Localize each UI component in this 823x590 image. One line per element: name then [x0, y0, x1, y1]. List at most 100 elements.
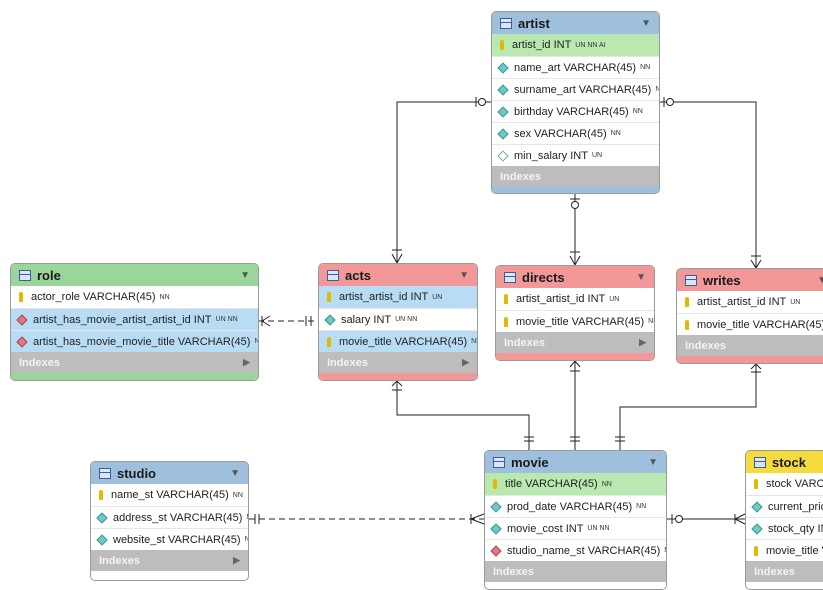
table-name: artist	[518, 15, 550, 31]
column-row[interactable]: name_art VARCHAR(45)NN	[492, 56, 659, 78]
column-row[interactable]: title VARCHAR(45)NN	[485, 473, 666, 495]
collapse-arrow-icon[interactable]: ▼	[230, 467, 240, 479]
column-label: studio_name_st VARCHAR(45)	[507, 544, 661, 557]
foreign-key-icon	[16, 313, 28, 326]
column-label: artist_artist_id INT	[516, 293, 606, 305]
table-footer	[677, 356, 823, 363]
indexes-section[interactable]: Indexes	[746, 561, 823, 582]
column-row[interactable]: stock VARCH	[746, 473, 823, 495]
collapse-arrow-icon[interactable]: ▼	[817, 275, 823, 286]
table-header[interactable]: writes ▼	[677, 269, 823, 291]
table-studio[interactable]: studio ▼ name_st VARCHAR(45)NN address_s…	[90, 461, 249, 581]
table-role[interactable]: role ▼ actor_role VARCHAR(45)NN artist_h…	[10, 263, 259, 381]
column-row[interactable]: artist_has_movie_movie_title VARCHAR(45)…	[11, 330, 258, 352]
column-icon	[490, 500, 502, 513]
indexes-label: Indexes	[99, 554, 140, 567]
collapse-arrow-icon[interactable]: ▼	[459, 269, 469, 281]
expand-arrow-icon[interactable]: ▶	[462, 357, 469, 367]
indexes-section[interactable]: Indexes	[677, 335, 823, 356]
column-label: surname_art VARCHAR(45)	[514, 83, 652, 96]
column-label: name_st VARCHAR(45)	[111, 489, 229, 501]
table-header[interactable]: role ▼	[11, 264, 258, 286]
column-label: current_price	[768, 500, 823, 513]
column-row[interactable]: movie_title VARCHAR(45)N	[677, 313, 823, 335]
column-row[interactable]: address_st VARCHAR(45)NN	[91, 506, 248, 528]
indexes-label: Indexes	[504, 336, 545, 349]
column-row[interactable]: movie_title V	[746, 539, 823, 561]
indexes-section[interactable]: Indexes ▶	[91, 550, 248, 571]
column-flags: UN NN	[395, 316, 418, 323]
collapse-arrow-icon[interactable]: ▼	[648, 456, 658, 468]
column-label: artist_artist_id INT	[339, 291, 429, 303]
column-row[interactable]: birthday VARCHAR(45)NN	[492, 100, 659, 122]
column-label: address_st VARCHAR(45)	[113, 511, 243, 524]
column-label: min_salary INT	[514, 149, 588, 162]
table-footer	[319, 373, 477, 380]
column-label: salary INT	[341, 313, 392, 326]
indexes-section[interactable]: Indexes ▶	[496, 332, 654, 353]
indexes-section[interactable]: Indexes	[485, 561, 666, 582]
column-row[interactable]: surname_art VARCHAR(45)NN	[492, 78, 659, 100]
table-header[interactable]: artist ▼	[492, 12, 659, 34]
column-row[interactable]: sex VARCHAR(45)NN	[492, 122, 659, 144]
column-row[interactable]: stock_qty INT	[746, 517, 823, 539]
table-header[interactable]: directs ▼	[496, 266, 654, 288]
primary-key-icon	[327, 292, 331, 302]
expand-arrow-icon[interactable]: ▶	[639, 337, 646, 347]
column-row[interactable]: actor_role VARCHAR(45)NN	[11, 286, 258, 308]
table-name: studio	[117, 465, 156, 481]
table-icon	[99, 467, 111, 479]
collapse-arrow-icon[interactable]: ▼	[641, 17, 651, 29]
foreign-key-icon	[490, 544, 502, 557]
indexes-section[interactable]: Indexes	[492, 166, 659, 187]
table-header[interactable]: acts ▼	[319, 264, 477, 286]
column-row[interactable]: name_st VARCHAR(45)NN	[91, 484, 248, 506]
column-flags: NN	[648, 318, 654, 325]
column-row[interactable]: movie_title VARCHAR(45)NN	[319, 330, 477, 352]
table-movie[interactable]: movie ▼ title VARCHAR(45)NN prod_date VA…	[484, 450, 667, 590]
foreign-key-icon	[16, 335, 28, 348]
table-footer	[492, 187, 659, 193]
column-row[interactable]: website_st VARCHAR(45)NN	[91, 528, 248, 550]
table-header[interactable]: studio ▼	[91, 462, 248, 484]
primary-key-icon	[500, 40, 504, 50]
table-stock[interactable]: stock stock VARCH current_price stock_qt…	[745, 450, 823, 590]
collapse-arrow-icon[interactable]: ▼	[240, 269, 250, 281]
column-icon	[96, 511, 108, 524]
column-flags: NN	[640, 64, 651, 71]
primary-key-icon	[754, 479, 758, 489]
table-footer	[11, 373, 258, 380]
indexes-section[interactable]: Indexes▶	[319, 352, 477, 373]
table-header[interactable]: movie ▼	[485, 451, 666, 473]
column-row[interactable]: studio_name_st VARCHAR(45)NN	[485, 539, 666, 561]
column-label: artist_has_movie_movie_title VARCHAR(45)	[33, 335, 251, 348]
table-name: writes	[703, 272, 741, 288]
table-header[interactable]: stock	[746, 451, 823, 473]
expand-arrow-icon[interactable]: ▶	[233, 555, 240, 565]
column-flags: NN	[601, 480, 612, 488]
relationship-lines	[249, 97, 762, 525]
column-row[interactable]: prod_date VARCHAR(45)NN	[485, 495, 666, 517]
indexes-label: Indexes	[754, 565, 795, 578]
column-row[interactable]: movie_title VARCHAR(45)NN	[496, 310, 654, 332]
column-flags: NN	[655, 86, 660, 93]
column-icon	[324, 313, 336, 326]
table-icon	[19, 269, 31, 281]
expand-arrow-icon[interactable]: ▶	[243, 357, 250, 367]
indexes-section[interactable]: Indexes▶	[11, 352, 258, 373]
collapse-arrow-icon[interactable]: ▼	[636, 271, 646, 283]
column-label: stock VARCH	[766, 478, 823, 490]
column-row[interactable]: current_price	[746, 495, 823, 517]
